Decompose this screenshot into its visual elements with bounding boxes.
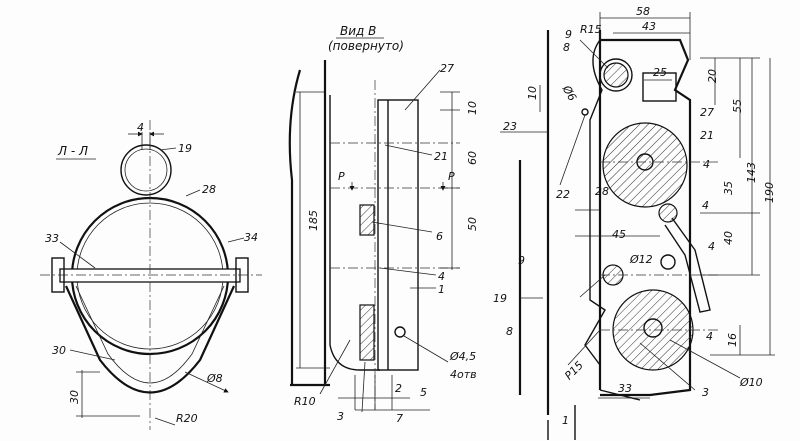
- dim-143: 143: [745, 162, 758, 183]
- dim-d6: Ø6: [559, 82, 579, 103]
- dim-16: 16: [726, 333, 739, 347]
- label-3: 3: [337, 410, 344, 423]
- dim-p15: P15: [562, 359, 586, 383]
- label-3-r: 3: [702, 386, 709, 399]
- dim-50: 50: [466, 217, 479, 231]
- dim-d4-5: Ø4,5: [449, 350, 476, 363]
- label-9: 9: [518, 254, 525, 267]
- label-4: 4: [438, 270, 445, 283]
- dim-10: 10: [466, 101, 479, 115]
- rod: [664, 217, 711, 313]
- dim-r10: R10: [294, 395, 316, 408]
- label-33: 33: [45, 232, 59, 245]
- dim-60: 60: [466, 151, 479, 165]
- dim-28: 28: [595, 185, 609, 198]
- label-21-r: 21: [700, 129, 714, 142]
- label-6: 6: [436, 230, 443, 243]
- dim-d8: Ø8: [206, 372, 223, 385]
- label-22: 22: [556, 188, 570, 201]
- dim-58: 58: [636, 5, 650, 18]
- label-4-b: 4: [702, 199, 709, 212]
- label-1: 1: [438, 283, 445, 296]
- dim-d10: Ø10: [739, 376, 763, 389]
- label-21: 21: [434, 150, 448, 163]
- clamp-bar: [377, 99, 419, 371]
- dim-25: 25: [653, 66, 667, 79]
- dim-33: 33: [618, 382, 632, 395]
- insert-5: [359, 304, 375, 361]
- right-view: 58 43 R15 9 8 25 20 55 143 190 10 Ø6 23 …: [493, 5, 776, 440]
- bolt-8-top: [603, 62, 629, 88]
- plate-34: [235, 257, 249, 293]
- dim-r15: R15: [580, 23, 602, 36]
- clamp-band-30: [65, 285, 235, 394]
- dim-40: 40: [722, 231, 735, 245]
- label-4-d: 4: [706, 330, 713, 343]
- block-25: [642, 72, 677, 102]
- base-body: [288, 60, 330, 387]
- label-p-left: P: [338, 170, 345, 183]
- pipe-21: [602, 122, 688, 208]
- plate-left: [51, 257, 65, 293]
- label-19-r: 19: [493, 292, 507, 305]
- insert-6: [359, 204, 375, 236]
- label-1-r: 1: [562, 414, 569, 427]
- label-27-r: 27: [700, 106, 714, 119]
- label-34: 34: [244, 231, 258, 244]
- label-p-right: P: [448, 170, 455, 183]
- dim-45: 45: [612, 228, 626, 241]
- label-19: 19: [178, 142, 192, 155]
- clamp-plate: [600, 38, 692, 397]
- label-28: 28: [202, 183, 216, 196]
- dim-190: 190: [763, 182, 776, 203]
- view-b: Вид В (повернуто): [288, 24, 479, 425]
- label-8: 8: [506, 325, 513, 338]
- label-8-top: 8: [563, 41, 570, 54]
- section-ll-title: Л - Л: [57, 144, 88, 158]
- inner-contour: [329, 95, 380, 371]
- dim-d12: Ø12: [629, 253, 653, 266]
- pipe-19-inner: [124, 148, 168, 192]
- label-9-top: 9: [565, 28, 572, 41]
- label-4-a: 4: [703, 158, 710, 171]
- view-b-title: Вид В: [340, 24, 376, 38]
- view-b-subtitle: (повернуто): [328, 39, 404, 53]
- pipe-19: [120, 144, 172, 196]
- label-5: 5: [420, 386, 427, 399]
- dim-20: 20: [706, 69, 719, 83]
- dim-23: 23: [503, 120, 517, 133]
- dim-10: 10: [526, 86, 539, 100]
- dim-4-holes: 4отв: [450, 368, 477, 381]
- label-27: 27: [440, 62, 454, 75]
- label-30: 30: [52, 344, 66, 357]
- dim-35: 35: [722, 181, 735, 195]
- dim-4: 4: [137, 121, 144, 134]
- label-4-c: 4: [708, 240, 715, 253]
- dim-55: 55: [731, 99, 744, 113]
- dim-185: 185: [307, 210, 320, 231]
- dim-r20: R20: [176, 412, 198, 425]
- dim-30: 30: [68, 390, 81, 404]
- dim-7: 7: [396, 412, 403, 425]
- dim-43: 43: [642, 20, 656, 33]
- dim-2: 2: [395, 382, 402, 395]
- pin-4-b: [660, 254, 676, 270]
- hole-4-5: [394, 326, 406, 338]
- section-ll: Л - Л 4 19 28 33: [40, 120, 262, 430]
- pin-4-a: [658, 203, 678, 223]
